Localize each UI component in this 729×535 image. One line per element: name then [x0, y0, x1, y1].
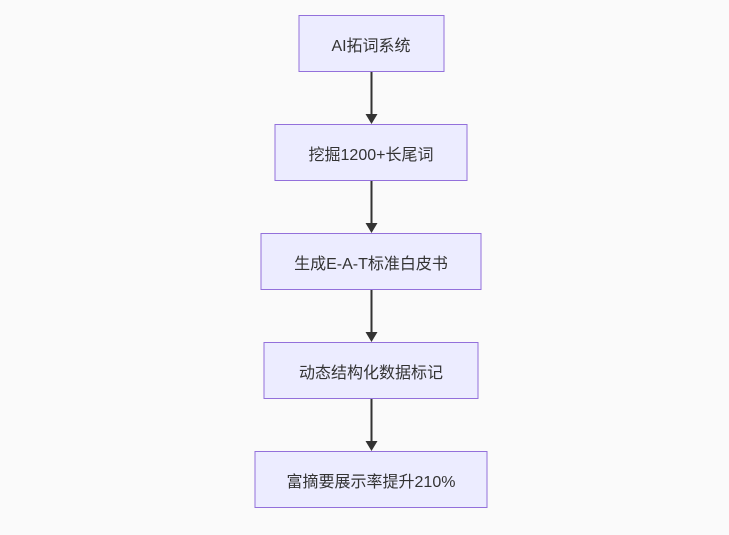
arrowhead-down-icon	[365, 441, 377, 451]
arrow-line	[370, 399, 372, 442]
arrow-2-3	[365, 181, 377, 233]
flowchart: AI拓词系统 挖掘1200+长尾词 生成E-A-T标准白皮书 动态结构化数据标记…	[254, 15, 488, 508]
arrowhead-down-icon	[365, 223, 377, 233]
arrowhead-down-icon	[365, 114, 377, 124]
node-2-label: 挖掘1200+长尾词	[308, 146, 434, 164]
arrow-line	[370, 72, 372, 115]
flowchart-node-3: 生成E-A-T标准白皮书	[260, 233, 482, 290]
arrow-1-2	[365, 72, 377, 124]
flowchart-node-2: 挖掘1200+长尾词	[274, 124, 468, 181]
arrowhead-down-icon	[365, 332, 377, 342]
flowchart-node-1: AI拓词系统	[298, 15, 444, 72]
node-5-label: 富摘要展示率提升210%	[286, 473, 456, 491]
flowchart-node-4: 动态结构化数据标记	[263, 342, 479, 399]
arrow-3-4	[365, 290, 377, 342]
arrow-line	[370, 290, 372, 333]
node-1-label: AI拓词系统	[331, 37, 411, 55]
arrow-line	[370, 181, 372, 224]
flowchart-node-5: 富摘要展示率提升210%	[254, 451, 488, 508]
arrow-4-5	[365, 399, 377, 451]
node-3-label: 生成E-A-T标准白皮书	[294, 255, 448, 273]
node-4-label: 动态结构化数据标记	[298, 364, 443, 382]
